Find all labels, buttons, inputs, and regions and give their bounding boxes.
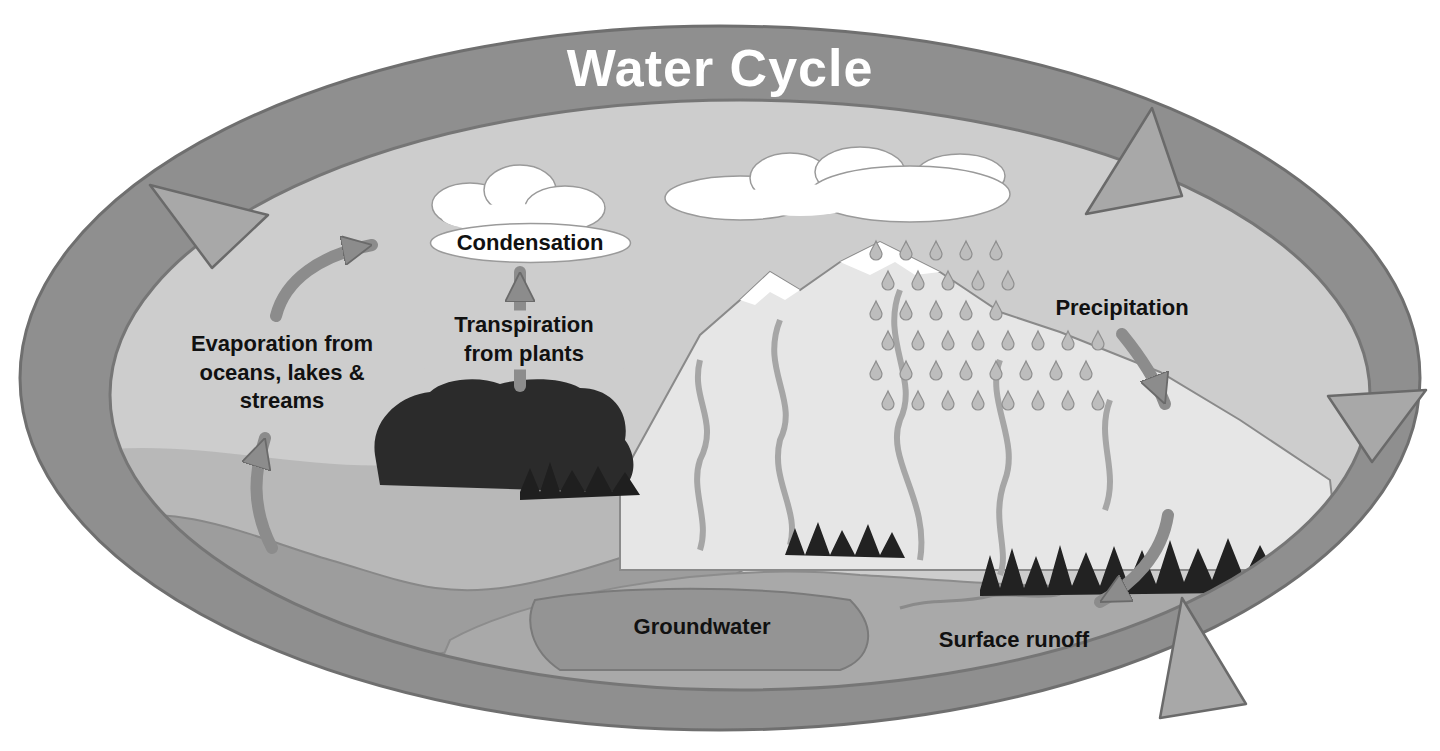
- sky: [100, 90, 1390, 710]
- raindrop: [900, 301, 912, 320]
- zone-label: Groundwater: [634, 613, 771, 642]
- cloud-puff: [740, 184, 860, 216]
- raindrop: [1032, 331, 1044, 350]
- raindrop: [960, 301, 972, 320]
- raindrop: [930, 241, 942, 260]
- cloud: [665, 147, 1010, 222]
- precipitation-arrow: [1122, 334, 1165, 404]
- raindrop: [942, 331, 954, 350]
- raindrop: [972, 331, 984, 350]
- raindrop: [912, 271, 924, 290]
- node-text-holder: Condensation: [457, 229, 604, 257]
- band-arrowhead: [1086, 108, 1182, 214]
- groundwater-zone: [530, 589, 868, 670]
- title-holder: Water Cycle: [567, 38, 874, 98]
- raindrop: [1020, 361, 1032, 380]
- cloud: [432, 165, 605, 232]
- label-holder: Groundwater: [634, 613, 771, 642]
- runoff-stream: [900, 594, 1060, 608]
- process-label: Evaporation from oceans, lakes & streams: [187, 330, 377, 416]
- raindrop: [912, 331, 924, 350]
- raindrop: [1092, 331, 1104, 350]
- river: [1105, 400, 1110, 510]
- cycle-arrowheads: [150, 108, 1426, 718]
- raindrop: [990, 361, 1002, 380]
- raindrop: [1062, 391, 1074, 410]
- raindrop: [1062, 331, 1074, 350]
- raindrop: [942, 271, 954, 290]
- raindrop: [960, 361, 972, 380]
- evaporation-arrow: [276, 245, 372, 316]
- label-holder: Surface runoff: [939, 626, 1089, 655]
- raindrop: [870, 301, 882, 320]
- raindrop: [930, 361, 942, 380]
- raindrops: [870, 241, 1104, 410]
- raindrop: [882, 331, 894, 350]
- raindrop: [900, 241, 912, 260]
- snow-cap: [840, 242, 940, 275]
- label-holder: Evaporation from oceans, lakes & streams: [187, 330, 377, 416]
- runoff-arrow: [1100, 515, 1168, 602]
- process-arrows: [256, 245, 1168, 602]
- node-label: Condensation: [457, 229, 604, 257]
- river: [774, 320, 792, 545]
- raindrop: [912, 391, 924, 410]
- raindrop: [882, 391, 894, 410]
- cloud-node: Condensation: [429, 222, 632, 264]
- raindrop: [990, 241, 1002, 260]
- band-arrowhead: [1160, 598, 1246, 718]
- ground: [420, 572, 1400, 710]
- raindrop: [990, 301, 1002, 320]
- raindrop: [1002, 391, 1014, 410]
- label-holder: Precipitation: [1050, 293, 1193, 324]
- pine-trees: [520, 462, 640, 500]
- process-label: Precipitation: [1050, 293, 1193, 324]
- process-label: Surface runoff: [939, 626, 1089, 655]
- raindrop: [1050, 361, 1062, 380]
- raindrop: [942, 391, 954, 410]
- raindrop: [972, 391, 984, 410]
- raindrop: [900, 361, 912, 380]
- raindrop: [870, 241, 882, 260]
- cycle-band: [20, 26, 1420, 730]
- raindrop: [1032, 391, 1044, 410]
- label-holder: Transpiration from plants: [424, 310, 624, 369]
- band-arrowhead: [150, 185, 268, 268]
- river: [697, 360, 707, 550]
- raindrop: [1002, 271, 1014, 290]
- raindrop: [930, 301, 942, 320]
- raindrop: [960, 241, 972, 260]
- raindrop: [972, 271, 984, 290]
- band-arrowhead: [1328, 390, 1426, 462]
- raindrop: [870, 361, 882, 380]
- evaporation-arrow: [256, 438, 272, 548]
- mountain: [620, 242, 1340, 570]
- cloud-shape: [430, 224, 630, 263]
- snow-cap: [740, 272, 800, 305]
- raindrop: [1002, 331, 1014, 350]
- river: [894, 290, 921, 560]
- raindrop: [1080, 361, 1092, 380]
- raindrop: [882, 271, 894, 290]
- landscape: [100, 90, 1400, 710]
- diagram-title: Water Cycle: [567, 38, 874, 98]
- pine-trees: [785, 522, 905, 558]
- raindrop: [1092, 391, 1104, 410]
- process-label: Transpiration from plants: [424, 310, 624, 369]
